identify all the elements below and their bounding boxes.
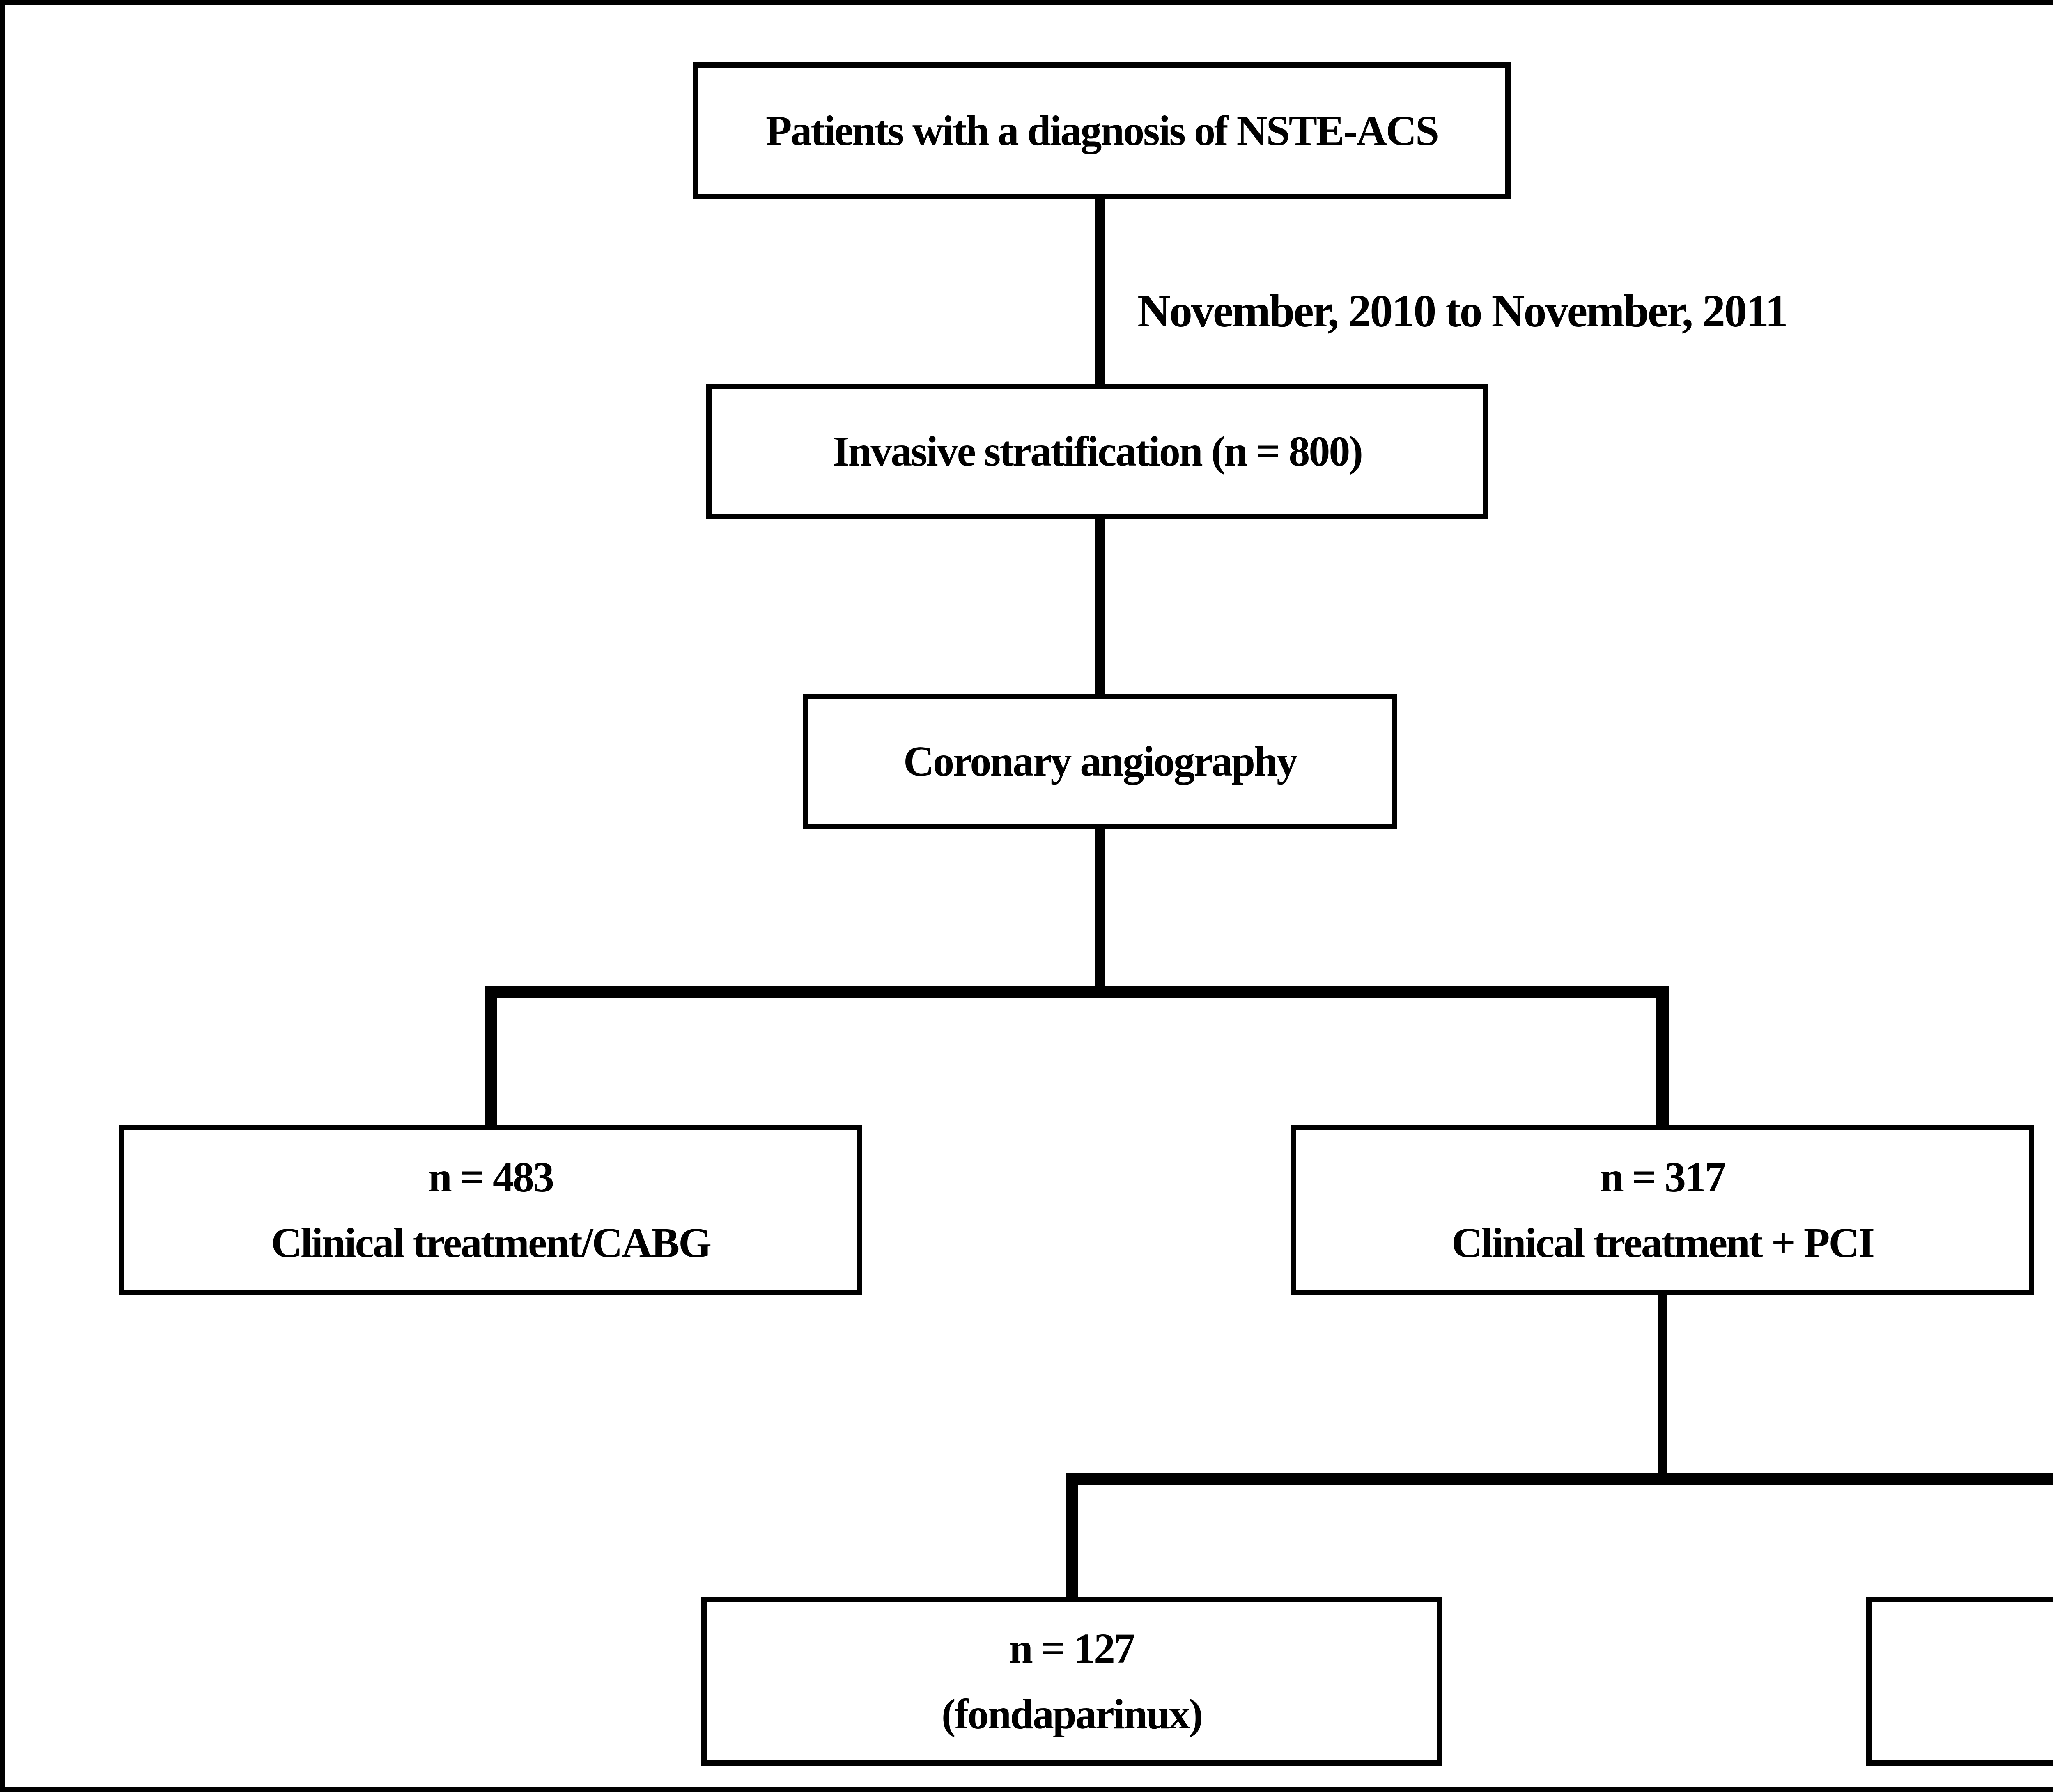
node-ufh-lmwh: n = 190 (UFH/LMWH) <box>1866 1597 2053 1766</box>
node-fondaparinux: n = 127 (fondaparinux) <box>701 1597 1442 1766</box>
node-invasive-stratification-label: Invasive stratification (n = 800) <box>832 428 1363 475</box>
enrollment-period-label: November, 2010 to November, 2011 <box>1137 286 1788 337</box>
node-clinical-treatment-cabg-label: Clinical treatment/CABG <box>271 1219 712 1267</box>
node-clinical-treatment-cabg: n = 483 Clinical treatment/CABG <box>119 1125 862 1295</box>
branch-angiography-split <box>485 986 1669 1125</box>
branch-pci-split <box>1066 1473 2053 1597</box>
node-clinical-treatment-cabg-count: n = 483 <box>428 1153 554 1201</box>
node-coronary-angiography-label: Coronary angiography <box>903 738 1298 785</box>
node-clinical-treatment-pci: n = 317 Clinical treatment + PCI <box>1291 1125 2034 1295</box>
node-clinical-treatment-pci-count: n = 317 <box>1600 1153 1726 1201</box>
node-coronary-angiography: Coronary angiography <box>803 694 1397 829</box>
node-invasive-stratification: Invasive stratification (n = 800) <box>706 384 1488 519</box>
node-diagnosis-label: Patients with a diagnosis of NSTE-ACS <box>765 107 1439 154</box>
node-fondaparinux-label: (fondaparinux) <box>941 1690 1203 1738</box>
node-clinical-treatment-pci-label: Clinical treatment + PCI <box>1451 1219 1875 1267</box>
node-diagnosis: Patients with a diagnosis of NSTE-ACS <box>693 62 1511 199</box>
node-fondaparinux-count: n = 127 <box>1009 1625 1135 1672</box>
